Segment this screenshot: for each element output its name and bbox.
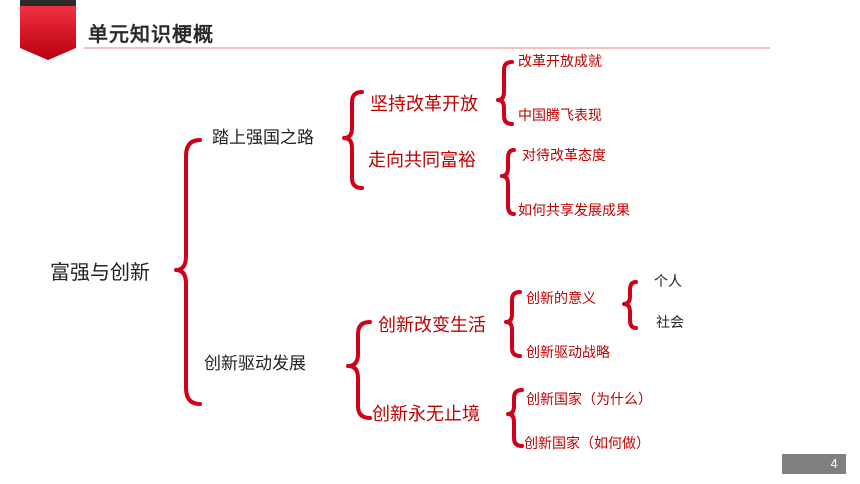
header-cap [20,0,76,6]
node-1-2: 走向共同富裕 [368,150,476,171]
page-number: 4 [782,454,846,474]
node-2-1: 创新改变生活 [378,315,486,336]
brace-leaf-2 [500,148,516,216]
sub-leaf-1: 个人 [654,274,682,290]
brace-sub [622,280,638,330]
leaf-2-2-1: 创新国家（为什么） [526,392,652,408]
brace-branch-1 [342,90,364,190]
page-title: 单元知识梗概 [88,22,214,46]
brace-leaf-3 [504,290,522,358]
brace-root [174,138,202,406]
leaf-2-2-2: 创新国家（如何做） [524,436,650,452]
branch-2-label: 创新驱动发展 [204,354,306,374]
leaf-1-2-2: 如何共享发展成果 [518,203,630,219]
leaf-2-1-1: 创新的意义 [526,291,596,307]
leaf-1-1-2: 中国腾飞表现 [518,108,602,124]
node-1-1: 坚持改革开放 [370,94,478,115]
header-shield [20,6,76,60]
brace-leaf-4 [506,388,524,448]
leaf-2-1-2: 创新驱动战略 [526,345,610,361]
brace-leaf-1 [496,60,514,126]
node-2-2: 创新永无止境 [372,404,480,425]
brace-branch-2 [346,320,372,420]
sub-leaf-2: 社会 [656,315,684,331]
leaf-1-1-1: 改革开放成就 [518,54,602,70]
branch-1-label: 踏上强国之路 [212,128,314,148]
root-node: 富强与创新 [50,260,150,284]
leaf-1-2-1: 对待改革态度 [522,148,606,164]
